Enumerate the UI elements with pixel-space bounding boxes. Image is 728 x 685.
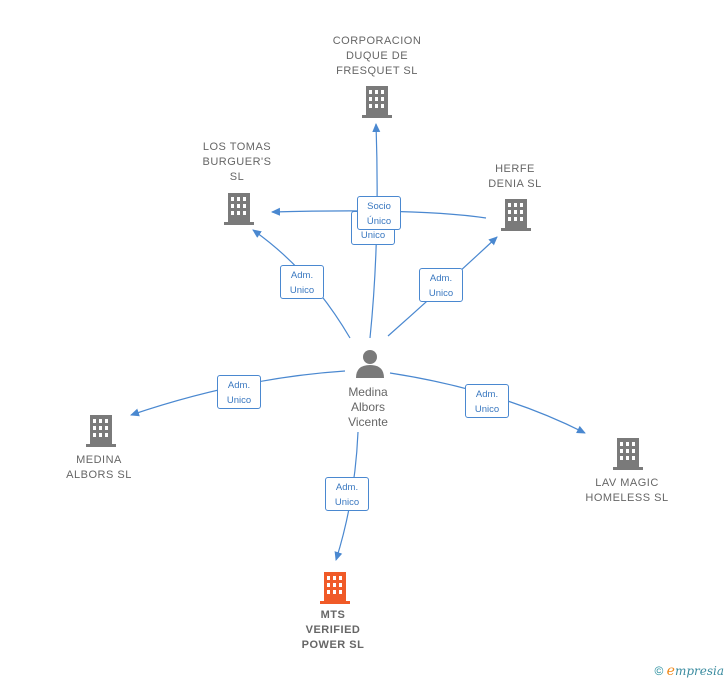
copyright-symbol: © bbox=[654, 664, 664, 678]
building-icon-corporacion bbox=[362, 86, 392, 118]
edge-label-herfe: Adm. Unico bbox=[419, 268, 463, 302]
building-icon-mts bbox=[320, 572, 350, 604]
footer-brand[interactable]: © empresia bbox=[654, 663, 724, 679]
node-label-mts[interactable]: MTS VERIFIED POWER SL bbox=[301, 609, 365, 651]
edge-label-socio-unico: Socio Único bbox=[357, 196, 401, 230]
edge-label-medina-albors-sl: Adm. Unico bbox=[217, 375, 261, 409]
node-label-lav-magic[interactable]: LAV MAGIC HOMELESS SL bbox=[585, 477, 669, 504]
node-label-herfe[interactable]: HERFE DENIA SL bbox=[488, 163, 542, 190]
person-icon bbox=[356, 350, 384, 378]
edge-label-los-tomas: Adm. Unico bbox=[280, 265, 324, 299]
brand-name: mpresia bbox=[674, 664, 724, 678]
node-label-medina-albors-sl[interactable]: MEDINA ALBORS SL bbox=[66, 454, 132, 481]
node-label-corporacion[interactable]: CORPORACION DUQUE DE FRESQUET SL bbox=[332, 35, 422, 77]
building-icon-lav-magic bbox=[613, 438, 643, 470]
edge-label-mts: Adm. Unico bbox=[325, 477, 369, 511]
node-label-los-tomas[interactable]: LOS TOMAS BURGUER'S SL bbox=[202, 141, 272, 183]
node-label-person[interactable]: Medina Albors Vicente bbox=[348, 385, 388, 429]
building-icon-medina-albors-sl bbox=[86, 415, 116, 447]
edge-label-lav-magic: Adm. Unico bbox=[465, 384, 509, 418]
building-icon-los-tomas bbox=[224, 193, 254, 225]
brand-logo-e: e bbox=[666, 663, 675, 679]
building-icon-herfe bbox=[501, 199, 531, 231]
